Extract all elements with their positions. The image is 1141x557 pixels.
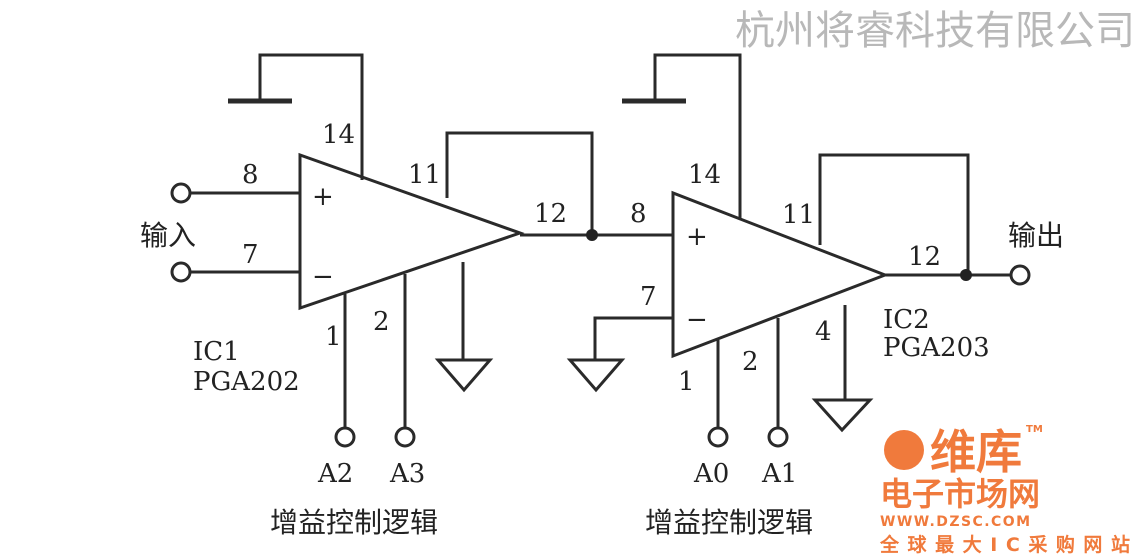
ic1-minus: −: [312, 262, 334, 292]
a3-terminal: [394, 426, 416, 448]
ic1-pin14-wire: [258, 53, 364, 180]
input-label: 输入: [140, 219, 196, 252]
ic2-gain-logic-label: 增益控制逻辑: [645, 506, 813, 539]
ic1-pin12-label: 12: [534, 199, 567, 229]
ic2-name: IC2: [883, 305, 930, 335]
ic2-pin8-label: 8: [630, 199, 647, 229]
ground-icon: [811, 398, 874, 433]
ic2-pin14-label: 14: [688, 160, 721, 190]
watermark-url: WWW.DZSC.COM: [880, 514, 1030, 530]
ic1-plus: +: [312, 182, 334, 212]
a2-terminal: [334, 426, 356, 448]
input-plus-terminal: [170, 182, 192, 204]
ic2-pin7-wire: [593, 316, 673, 360]
ic1-gain-logic-label: 增益控制逻辑: [270, 506, 438, 539]
watermark-brand2: 电子市场网: [880, 475, 1040, 513]
a1-label: A1: [761, 459, 797, 489]
watermark-logo: 维库 TM 电子市场网 WWW.DZSC.COM 全球最大IC采购网站: [879, 424, 1130, 556]
a0-label: A0: [693, 459, 729, 489]
ic2-pin1-label: 1: [678, 367, 695, 397]
ic2-plus: +: [686, 222, 708, 252]
ic2-minus: −: [686, 305, 708, 335]
ic2-pin11-label: 11: [782, 200, 815, 230]
ic1-triangle: [298, 152, 525, 311]
ic2-triangle: [671, 190, 890, 359]
ic2-pin2-label: 2: [742, 347, 759, 377]
watermark-tm: TM: [1026, 424, 1043, 435]
ic2-pin4-label: 4: [815, 317, 832, 347]
junction-dot: [960, 269, 972, 281]
a3-label: A3: [389, 459, 425, 489]
output-terminal: [1009, 264, 1031, 286]
a0-terminal: [707, 426, 729, 448]
ic1-name: IC1: [193, 337, 240, 367]
ic1-pin1-label: 1: [325, 322, 342, 352]
input-minus-terminal: [170, 261, 192, 283]
ic1-pin7-label: 7: [242, 240, 259, 270]
ic2-pin12-label: 12: [908, 242, 941, 272]
ic2-pin14-wire: [653, 53, 742, 218]
output-label: 输出: [1008, 219, 1064, 252]
ic1-pin8-label: 8: [242, 160, 259, 190]
ground-icon: [434, 358, 494, 393]
a2-label: A2: [317, 459, 353, 489]
ic2-part: PGA203: [883, 333, 990, 363]
ground-icon: [566, 358, 626, 393]
ic1-pin11-wire: [445, 131, 594, 235]
ic1-part: PGA202: [193, 367, 300, 397]
a1-terminal: [767, 426, 789, 448]
ic2-amplifier: + − 14 8 7 11 12 输出 1 2 A0 A1 4 增益控制逻辑 I…: [566, 53, 1064, 539]
ic1-pin11-label: 11: [408, 160, 441, 190]
junction-dot: [586, 229, 598, 241]
logo-circle-icon: [884, 430, 924, 470]
ic1-pin2-label: 2: [373, 307, 390, 337]
watermark-brand: 维库: [930, 425, 1022, 479]
ic2-pin11-wire: [818, 153, 970, 275]
watermark-slogan: 全球最大IC采购网站: [879, 533, 1130, 556]
watermark-company: 杭州将睿科技有限公司: [735, 8, 1135, 54]
ic1-pin14-label: 14: [322, 120, 355, 150]
ic2-pin7-label: 7: [640, 282, 657, 312]
ic1-amplifier: + − 14 8 7 输入 11 12 1 2 A2 A3 增益控制逻辑 IC1…: [140, 53, 673, 539]
